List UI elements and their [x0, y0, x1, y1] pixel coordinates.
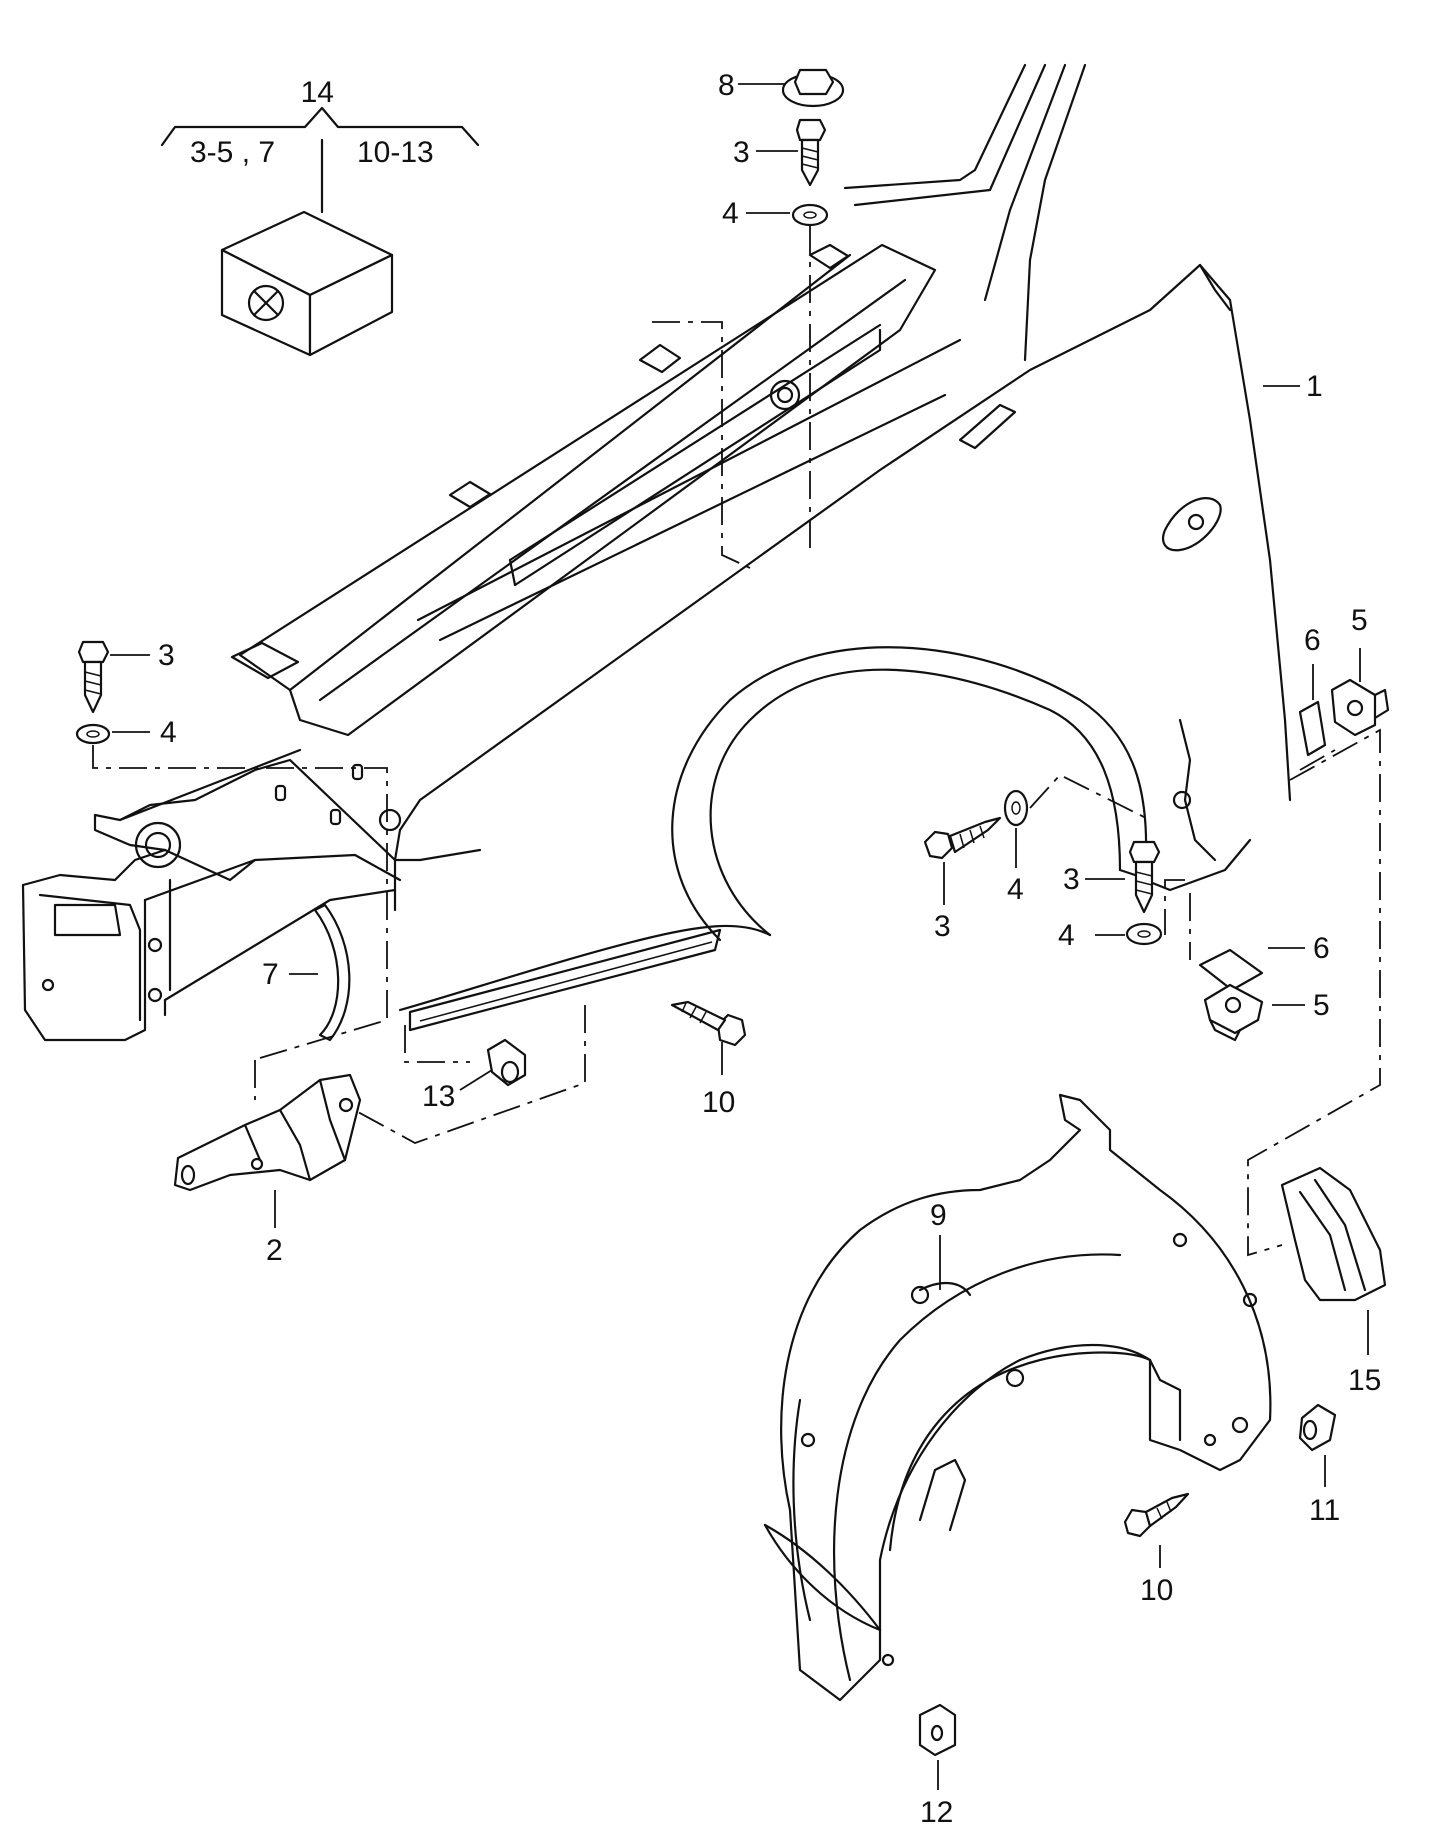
callout-1: 1 [1306, 370, 1323, 403]
callout-4-mid: 4 [1007, 873, 1024, 906]
plate-6-upper [1298, 700, 1327, 757]
screw-3-top [795, 118, 827, 187]
nut-8 [781, 68, 845, 108]
callout-6-upper: 6 [1304, 624, 1321, 657]
kit-range-right-label: 10-13 [357, 136, 434, 169]
kit-range-left-label: 3-5 , 7 [190, 136, 275, 169]
callout-labels: 14 3-5 , 7 10-13 8 3 4 1 3 4 7 2 13 10 3… [158, 69, 1381, 1829]
callout-7: 7 [262, 958, 279, 991]
callout-12: 12 [920, 1796, 953, 1829]
assembly-lines [92, 226, 1381, 1257]
clip-11 [1298, 1403, 1337, 1452]
callout-3-left: 3 [158, 639, 175, 672]
callout-8: 8 [718, 69, 735, 102]
wheel-arch-liner-9 [763, 1093, 1272, 1702]
callout-5-upper: 5 [1351, 604, 1368, 637]
kit-number-label: 14 [301, 76, 334, 109]
kit-box-14 [160, 106, 480, 357]
callout-4-top: 4 [722, 197, 739, 230]
screw-3-right [1128, 840, 1161, 914]
wing-support-rail [230, 243, 962, 737]
washer-4-mid [1003, 789, 1029, 827]
clip-5-lower [1203, 983, 1264, 1042]
callout-10-mid: 10 [702, 1086, 735, 1119]
callout-15: 15 [1348, 1364, 1381, 1397]
washer-4-right [1125, 922, 1163, 946]
clip-13 [486, 1038, 527, 1087]
washer-4-top [791, 203, 829, 227]
plate-6-lower [1198, 948, 1264, 992]
fasteners [75, 68, 1390, 1757]
a-pillar [843, 63, 1087, 362]
screw-3-left [77, 640, 110, 714]
callout-13: 13 [422, 1080, 455, 1113]
callout-10-low: 10 [1140, 1574, 1173, 1607]
front-wing-panel [393, 263, 1292, 1032]
callout-9: 9 [930, 1199, 947, 1232]
callout-3-mid: 3 [934, 910, 951, 943]
callout-4-left: 4 [160, 716, 177, 749]
screw-3-mid [923, 816, 1002, 860]
part-7-seal-strip [313, 903, 351, 1042]
screw-10-low [1123, 1492, 1190, 1538]
callout-3-right: 3 [1063, 863, 1080, 896]
leader-lines [110, 83, 1369, 1790]
callout-2: 2 [266, 1234, 283, 1267]
callout-4-right: 4 [1058, 919, 1075, 952]
washer-4-left [75, 723, 111, 745]
front-panel-structure [21, 748, 402, 1042]
part-15-seal-block [1280, 1166, 1387, 1302]
callout-5-lower: 5 [1313, 989, 1330, 1022]
clip-5-upper [1330, 678, 1390, 737]
part-2-bracket [173, 1073, 362, 1192]
callout-6-lower: 6 [1313, 932, 1330, 965]
clip-12 [918, 1703, 957, 1757]
screw-10-mid [670, 1000, 747, 1047]
callout-3-top: 3 [733, 136, 750, 169]
callout-11: 11 [1309, 1494, 1340, 1527]
